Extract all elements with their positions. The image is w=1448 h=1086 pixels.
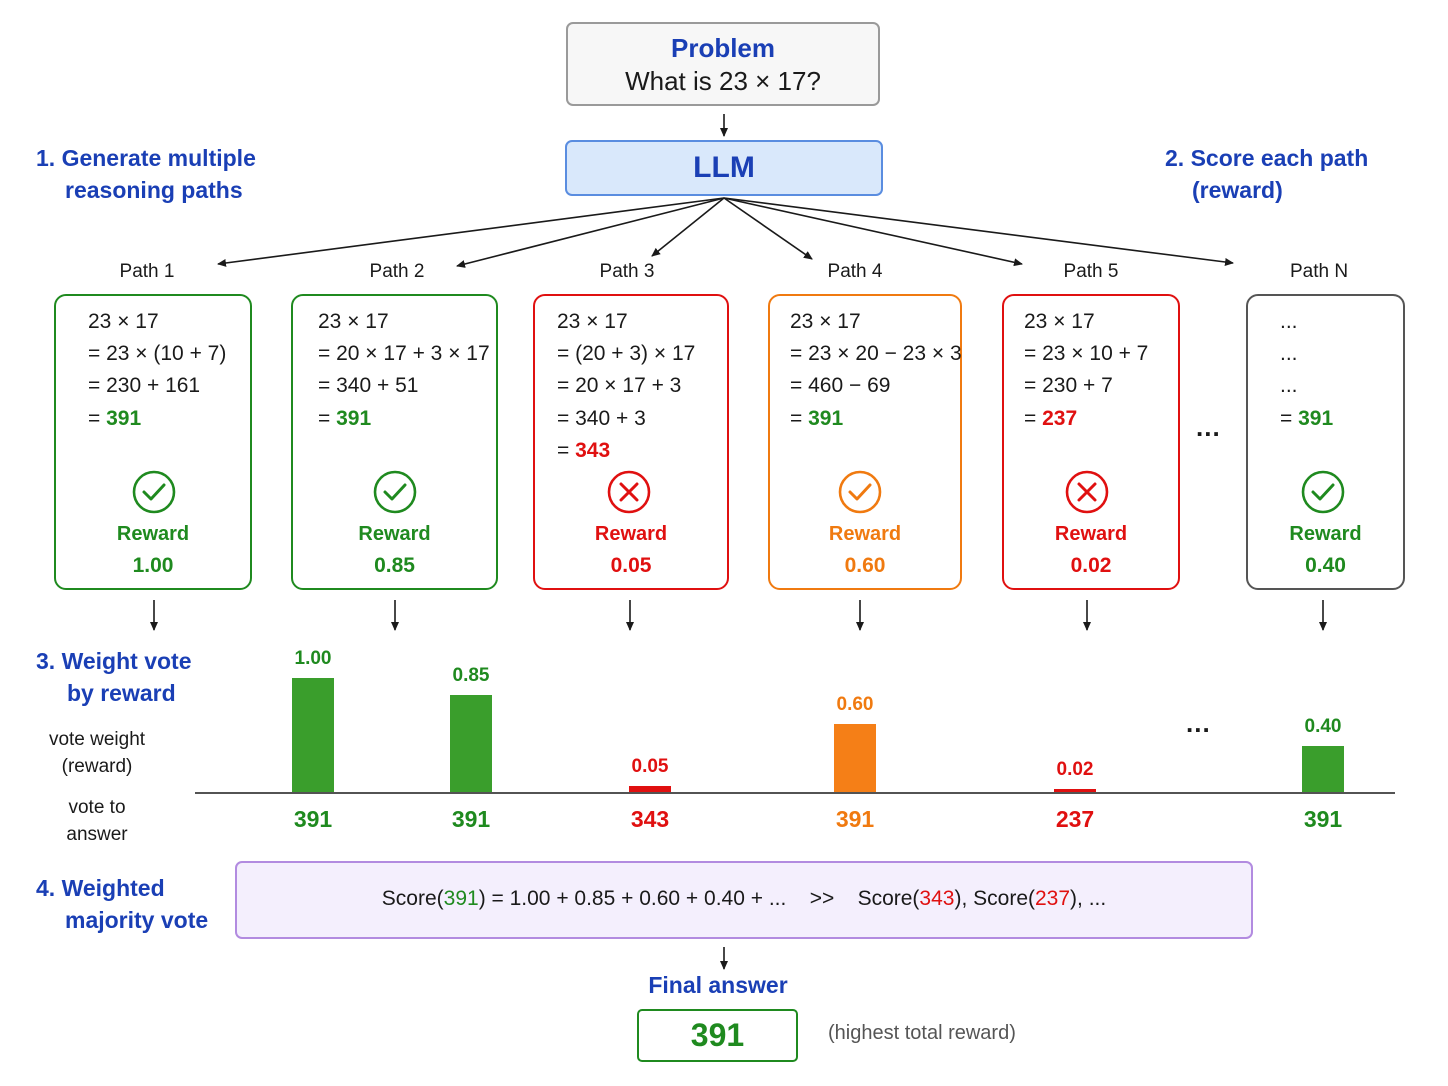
path-card-1: 23 × 17 = 23 × (10 + 7) = 230 + 161 = 39… <box>54 294 252 590</box>
reward-label: Reward <box>116 523 190 545</box>
reasoning-line: 23 × 17 <box>1024 310 1095 333</box>
reasoning-line: = 340 + 3 <box>557 407 646 430</box>
reward-value: 1.00 <box>132 554 174 577</box>
votes-ellipsis: ... <box>1186 708 1211 738</box>
answer-line: = 343 <box>557 439 611 462</box>
reward-label: Reward <box>594 523 668 545</box>
answer-line: = 391 <box>318 407 372 430</box>
llm-box: LLM <box>565 140 883 196</box>
arrow-llm-to-pathn <box>723 197 1234 266</box>
path-label: Path 2 <box>369 261 425 282</box>
reward-label: Reward <box>828 523 902 545</box>
answer-line: = 391 <box>88 407 142 430</box>
reasoning-line: = 340 + 51 <box>318 374 419 397</box>
final-answer-note: (highest total reward) <box>828 1022 1016 1044</box>
vote-weight-axis-label: vote weight (reward) <box>48 729 146 777</box>
reasoning-line: 23 × 17 <box>318 310 389 333</box>
reasoning-line: 23 × 17 <box>557 310 628 333</box>
arrow-llm-to-path3 <box>651 197 725 257</box>
path-card-2: 23 × 17 = 20 × 17 + 3 × 17 = 340 + 51 = … <box>291 294 498 590</box>
problem-question: What is 23 × 17? <box>625 66 821 96</box>
reward-value: 0.85 <box>374 554 415 577</box>
reasoning-line: = 23 × 20 − 23 × 3 <box>790 342 962 365</box>
answer-line: = 237 <box>1024 407 1078 430</box>
weighted-score-box: Score(391) = 1.00 + 0.85 + 0.60 + 0.40 +… <box>235 861 1253 939</box>
reasoning-line: ... <box>1280 342 1298 365</box>
step-majority-label: 4. Weighted majority vote <box>36 875 209 933</box>
path-card-3: 23 × 17 = (20 + 3) × 17 = 20 × 17 + 3 = … <box>533 294 729 590</box>
check-icon <box>838 470 882 514</box>
path-label: Path 1 <box>119 261 175 282</box>
reasoning-line: = 230 + 161 <box>88 374 201 397</box>
arrow-llm-to-path4 <box>723 197 813 260</box>
reasoning-line: = 20 × 17 + 3 <box>557 374 682 397</box>
check-icon <box>1301 470 1345 514</box>
reasoning-line: = 20 × 17 + 3 × 17 <box>318 342 490 365</box>
check-icon <box>373 470 417 514</box>
reasoning-line: = 23 × (10 + 7) <box>88 342 227 365</box>
arrow-llm-to-path5 <box>723 197 1023 267</box>
path-label: Path 5 <box>1063 261 1119 282</box>
problem-title: Problem <box>670 33 776 63</box>
reward-value: 0.05 <box>610 554 652 577</box>
arrow-llm-to-path1 <box>217 197 725 267</box>
reward-label: Reward <box>1054 523 1128 545</box>
reasoning-line: ... <box>1280 374 1298 397</box>
reward-label: Reward <box>358 523 431 545</box>
reward-value: 0.60 <box>844 554 886 577</box>
step-score-label: 2. Score each path (reward) <box>1165 145 1369 203</box>
score-formula: Score(391) = 1.00 + 0.85 + 0.60 + 0.40 +… <box>381 887 1107 910</box>
final-answer-box: 391 <box>637 1009 798 1062</box>
problem-box: Problem What is 23 × 17? <box>566 22 880 106</box>
answer-line: = 391 <box>790 407 844 430</box>
path-label: Path N <box>1289 261 1349 282</box>
path-card-n: ... ... ... = 391 Reward 0.40 <box>1246 294 1405 590</box>
reasoning-line: 23 × 17 <box>790 310 861 333</box>
path-card-4: 23 × 17 = 23 × 20 − 23 × 3 = 460 − 69 = … <box>768 294 962 590</box>
x-icon <box>607 470 651 514</box>
paths-ellipsis: ... <box>1196 412 1221 442</box>
step-generate-label: 1. Generate multiple reasoning paths <box>36 145 256 203</box>
path-label: Path 3 <box>599 261 655 282</box>
vote-answer-axis-label: vote to answer <box>66 797 128 845</box>
reward-value: 0.40 <box>1305 554 1346 577</box>
path-card-5: 23 × 17 = 23 × 10 + 7 = 230 + 7 = 237 Re… <box>1002 294 1180 590</box>
x-icon <box>1065 470 1109 514</box>
path-label: Path 4 <box>827 261 883 282</box>
arrow-llm-to-path2 <box>456 197 725 268</box>
check-icon <box>132 470 176 514</box>
final-answer-label: Final answer <box>648 972 788 998</box>
reasoning-line: 23 × 17 <box>88 310 159 333</box>
reasoning-line: = 23 × 10 + 7 <box>1024 342 1149 365</box>
reasoning-line: = (20 + 3) × 17 <box>557 342 696 365</box>
step-weight-label: 3. Weight vote by reward <box>36 648 192 706</box>
answer-line: = 391 <box>1280 407 1334 430</box>
reasoning-line: = 460 − 69 <box>790 374 891 397</box>
reasoning-line: = 230 + 7 <box>1024 374 1113 397</box>
reward-label: Reward <box>1289 523 1362 545</box>
reward-value: 0.02 <box>1070 554 1112 577</box>
reasoning-line: ... <box>1280 310 1298 333</box>
